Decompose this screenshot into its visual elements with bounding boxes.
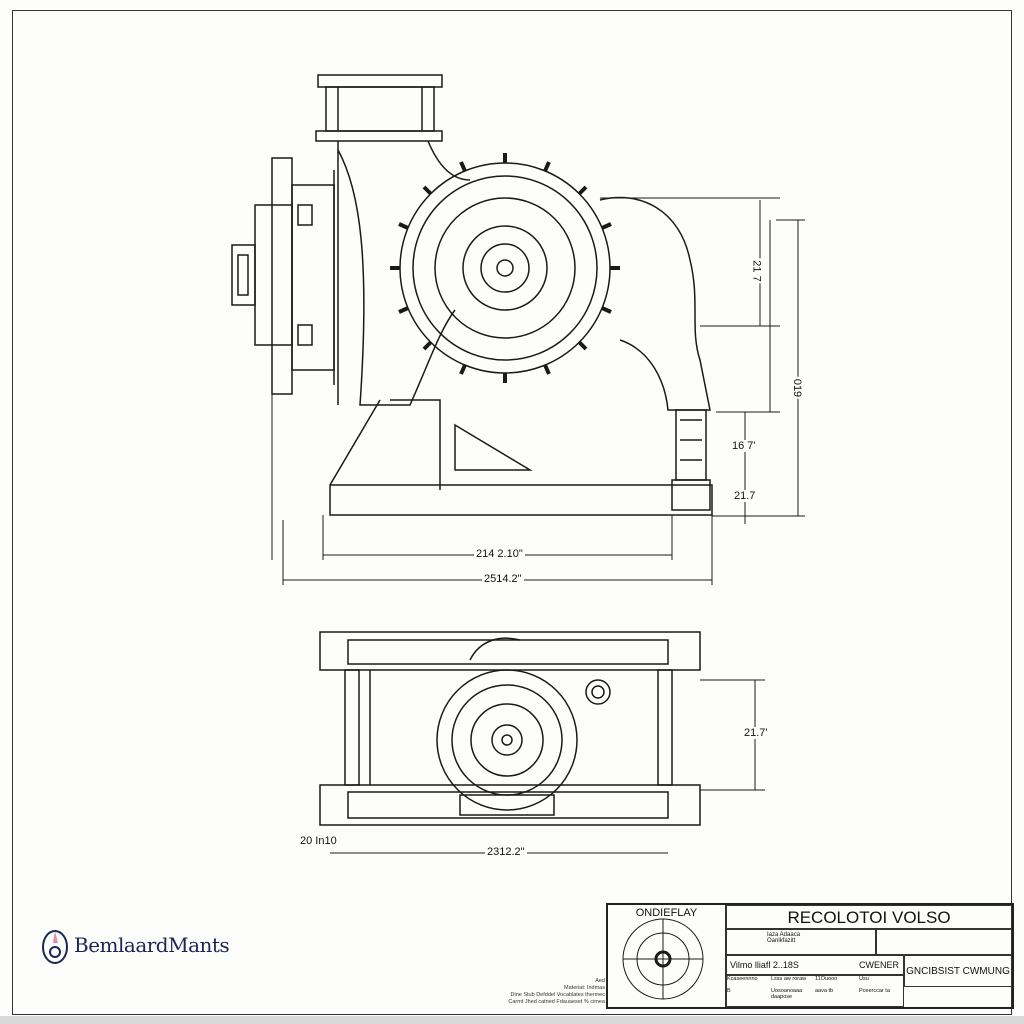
- drop-logo-icon: [42, 930, 68, 964]
- blank-cell: [876, 929, 1012, 955]
- revision-table: Kcaseennno Lsss aw roraw 11Ouooo Usu B U…: [726, 975, 904, 1007]
- volute-casing: [329, 149, 713, 516]
- top-flange: [315, 74, 471, 405]
- note-line: Carmt Jhed catned Fdauaeset % cimea: [508, 999, 605, 1005]
- dim-plan-left: 20 In10: [298, 835, 339, 847]
- pump-plan-circle: [436, 637, 611, 816]
- logo-text: BemlaardMants: [74, 933, 230, 957]
- motor-housing: [231, 157, 335, 395]
- note-line: Aed: [595, 978, 605, 984]
- dim-inner-width: 214 2.10": [474, 548, 525, 560]
- drawing-type-cell: GNCIBSIST CWMUNG: [904, 955, 1012, 987]
- table-cell: Uosoanoaaa daapose: [771, 988, 803, 1000]
- note-line: Dine Stub Defddel Vocablates thermec: [510, 992, 605, 998]
- title-cell: RECOLOTOI VOLSO: [726, 905, 1012, 929]
- table-cell: 11Ouooo: [815, 976, 838, 982]
- ref-code-cell: Vilmo lliafl 2..18S CWENER: [726, 955, 904, 975]
- detail-view-circle: [622, 918, 704, 1000]
- drawing-notes: Aed Materiat: Indmas Dine Stub Defddel V…: [470, 978, 605, 1006]
- table-cell: Lsss aw roraw: [771, 976, 807, 982]
- dim-overall-height: 019: [791, 376, 804, 400]
- base-frame-plan: [319, 631, 701, 826]
- dimension-lines: [271, 197, 805, 585]
- sheet-border: [12, 10, 1012, 1015]
- dim-plan-width: 2312.2": [485, 846, 527, 858]
- dim-lower-mid: 16 7': [730, 440, 758, 452]
- dim-base: 21.7: [732, 490, 758, 502]
- dim-overall-width: 2514.2": [482, 573, 524, 585]
- table-cell: Kcaseennno: [727, 976, 758, 982]
- dim-upper-right: 21 7: [750, 258, 763, 284]
- owner-label: CWENER: [859, 960, 899, 970]
- dim-plan-height: 21.7': [742, 727, 770, 739]
- note-line: Materiat: Indmas: [564, 985, 605, 991]
- plan-dimension-lines: [330, 679, 765, 854]
- table-cell: aava tb: [815, 988, 834, 994]
- sub-info-line: Iaza Adaaca: [767, 932, 801, 938]
- company-logo: BemlaardMants: [40, 925, 230, 965]
- title-block: ONDIEFLAY RECOLOTOI VOLSO Iaza Adaaca Oa…: [606, 903, 1014, 1009]
- sub-info-cell: Iaza Adaaca Oanlkfazitt: [726, 929, 876, 955]
- detail-cell: ONDIEFLAY: [608, 905, 726, 1007]
- table-cell: Usu: [859, 976, 869, 982]
- table-cell: B: [727, 988, 731, 994]
- discharge-pipe: [671, 409, 711, 511]
- detail-label: ONDIEFLAY: [635, 907, 698, 919]
- bottom-edge: [0, 1016, 1024, 1024]
- impeller-gear: [390, 153, 620, 383]
- table-cell: Pceerccar ta: [859, 988, 890, 994]
- ref-code: Vilmo lliafl 2..18S: [730, 960, 799, 970]
- sub-info-line: Oanlkfazitt: [767, 938, 796, 944]
